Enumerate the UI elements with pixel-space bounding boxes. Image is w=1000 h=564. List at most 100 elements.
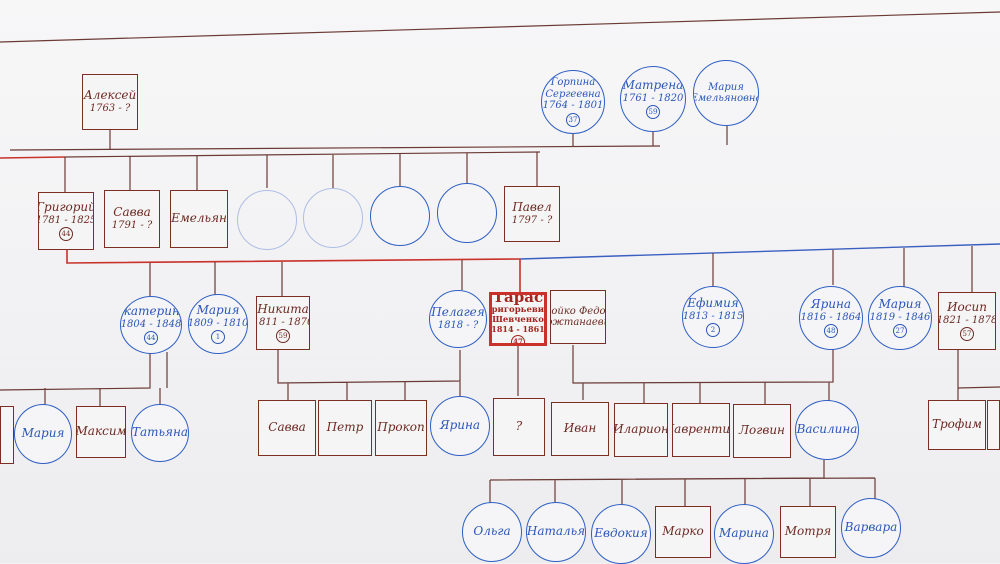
person-name: Никита [257, 301, 309, 316]
person-name: Логвин [739, 423, 785, 438]
person-name: Григорий [38, 199, 94, 214]
person-age-badge: 47 [511, 335, 525, 343]
person-life-dates: 1821 - 1878 [938, 314, 996, 326]
person-gen4-male-прокоп: Прокоп [375, 400, 427, 456]
person-life-dates: 1761 - 1820 [622, 92, 684, 104]
person-name: Ярина [439, 418, 481, 433]
person-gen4-male-иван: Иван [551, 402, 609, 456]
person-age-badge: 27 [893, 324, 907, 339]
person-name: Ярина [810, 296, 852, 311]
person-life-dates: 1809 - 1810 [188, 317, 248, 329]
person-gen4-male-петр: Петр [318, 400, 372, 456]
person-name: Мария [878, 296, 922, 311]
person-life-dates: 1813 - 1815 [682, 310, 744, 322]
person-life-dates: 1814 - 1861 [491, 324, 545, 335]
person-name: Иларион [614, 422, 668, 437]
person-life-dates: 1764 - 1801 [542, 100, 604, 112]
person-gen4-male-логвин: Логвин [733, 404, 791, 458]
person-gen4-female-василина: Василина [795, 400, 859, 460]
person-gen2-male-емельян: Емельян [170, 190, 228, 248]
person-name: Прокоп [377, 420, 425, 435]
person-gen4-female-татьяна: Татьяна [131, 404, 189, 462]
person-gen3-male-бойко-федор-рожтанаевич: Бойко Федор Рожтанаевич [550, 290, 606, 344]
person-gen4-male-савва: Савва [258, 400, 316, 456]
person-age-badge: 48 [824, 324, 838, 339]
person-gen5-male-мотря: Мотря [780, 506, 836, 558]
person-life-dates: 1819 - 1846 [869, 311, 931, 323]
person-gen4-male-?: ? [493, 398, 545, 456]
person-name: Ольга [473, 524, 511, 539]
person-name: Петр [326, 420, 364, 435]
person-gen5-female-евдокия: Евдокия [591, 504, 651, 564]
person-name: ? [515, 419, 523, 434]
person-life-dates: 1781 - 1825 [38, 214, 94, 226]
person-age-badge: 44 [144, 331, 158, 346]
person-gen4-male-трофим: Трофим [928, 400, 986, 450]
person-gen2-female-unnamed [437, 183, 497, 243]
person-name: Екатерина [121, 303, 181, 318]
person-gen4-female-ярина: Ярина [430, 396, 490, 456]
person-gen5-male-марко: Марко [655, 506, 711, 558]
person-age-badge: 2 [706, 323, 720, 338]
person-age-badge: 37 [566, 112, 580, 127]
person-patronymic: Григорьевич [491, 304, 547, 315]
person-name: Варвара [844, 520, 898, 535]
person-name: Максим [76, 424, 126, 439]
person-gen5-female-наталья: Наталья [526, 502, 586, 562]
person-name: Наталья [526, 524, 586, 539]
person-gen5-female-ольга: Ольга [462, 502, 522, 562]
person-name: Мария [196, 302, 240, 317]
person-life-dates: 1791 - ? [111, 220, 153, 232]
person-name: Марко [662, 524, 704, 539]
person-name: Савва [268, 420, 306, 435]
person-age-badge: 59 [276, 329, 290, 344]
person-name: Тарас [492, 292, 544, 306]
person-name: Савва [113, 205, 151, 220]
person-life-dates: 1804 - 1848 [120, 318, 182, 330]
person-gen5-female-марина: Марина [714, 504, 774, 564]
person-name: Лаврентий [673, 422, 730, 437]
person-name: Алексей [83, 88, 137, 103]
person-name: Бойко Федор Рожтанаевич [551, 305, 606, 329]
person-gen4-male-лаврентий: Лаврентий [672, 403, 730, 457]
person-gen2-female-unnamed [303, 188, 363, 248]
person-gen1-female-мария-емельяновна: Мария Емельяновна [693, 60, 759, 126]
person-name: Мария Емельяновна [693, 81, 759, 105]
person-gen4-female-мария: Мария [14, 404, 72, 464]
person-name: Иван [563, 421, 597, 436]
person-name: Иосип [947, 299, 987, 314]
person-name: Горпина Сергеевна [545, 77, 601, 100]
person-age-badge: 1 [211, 330, 225, 345]
person-name: Евдокия [594, 526, 648, 541]
edge-cropped-box [0, 406, 14, 464]
person-gen4-male-иларион: Иларион [614, 403, 668, 457]
person-life-dates: 1811 - 1870 [257, 316, 309, 328]
person-life-dates: 1763 - ? [89, 103, 131, 115]
person-name: Татьяна [131, 425, 189, 440]
person-name: Пелагея [431, 305, 485, 320]
person-gen2-female-unnamed [237, 190, 297, 250]
edge-cropped-box [987, 400, 1000, 450]
person-life-dates: 1797 - ? [511, 215, 553, 227]
person-age-badge: 59 [646, 105, 660, 120]
person-age-badge: 57 [960, 327, 974, 342]
person-name: Василина [796, 422, 858, 437]
person-gen5-female-варвара: Варвара [841, 498, 901, 558]
person-name: Трофим [932, 417, 982, 432]
person-gen2-female-unnamed [370, 186, 430, 246]
person-surname: Шевченко [492, 314, 544, 325]
person-name: Ефимия [687, 295, 739, 310]
person-name: Емельян [171, 211, 227, 226]
